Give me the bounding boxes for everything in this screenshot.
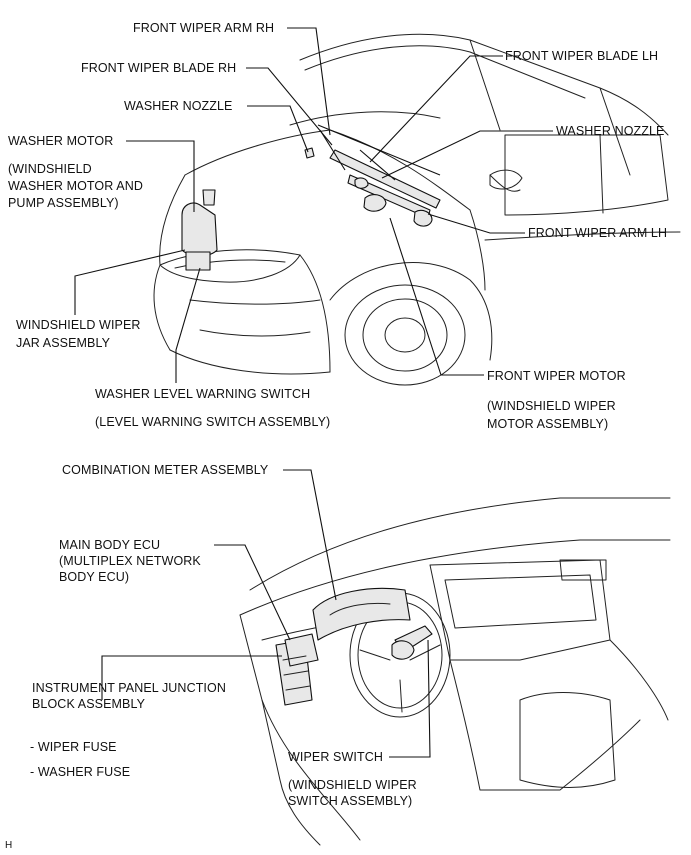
label-front-wiper-motor: FRONT WIPER MOTOR — [487, 369, 626, 383]
leader-lines — [74, 27, 553, 758]
label-wiper-switch-desc: (WINDSHIELD WIPER SWITCH ASSEMBLY) — [288, 778, 417, 808]
label-combination-meter: COMBINATION METER ASSEMBLY — [62, 463, 269, 477]
label-wiper-fuse: - WIPER FUSE — [30, 740, 117, 754]
label-washer-fuse: - WASHER FUSE — [30, 765, 131, 779]
label-instrument-panel-jb: INSTRUMENT PANEL JUNCTION BLOCK ASSEMBLY — [32, 681, 226, 711]
label-washer-nozzle-right: WASHER NOZZLE — [556, 124, 665, 138]
label-main-body-ecu: MAIN BODY ECU (MULTIPLEX NETWORK BODY EC… — [59, 538, 201, 584]
label-front-wiper-blade-lh: FRONT WIPER BLADE LH — [505, 49, 659, 63]
label-front-wiper-motor-desc: (WINDSHIELD WIPER MOTOR ASSEMBLY) — [487, 399, 616, 431]
label-washer-motor: WASHER MOTOR — [8, 134, 114, 148]
label-washer-level-switch-desc: (LEVEL WARNING SWITCH ASSEMBLY) — [95, 415, 331, 429]
label-front-wiper-arm-rh: FRONT WIPER ARM RH — [133, 21, 275, 35]
label-front-wiper-blade-rh: FRONT WIPER BLADE RH — [81, 61, 237, 75]
dashboard-illustration — [239, 497, 671, 846]
corner-mark: H — [5, 840, 13, 851]
label-washer-motor-desc: (WINDSHIELD WASHER MOTOR AND PUMP ASSEMB… — [8, 162, 143, 210]
label-windshield-wiper-jar: WINDSHIELD WIPER JAR ASSEMBLY — [16, 318, 141, 350]
car-front-illustration — [153, 33, 681, 386]
label-front-wiper-arm-lh: FRONT WIPER ARM LH — [528, 226, 668, 240]
label-washer-nozzle-left: WASHER NOZZLE — [124, 99, 233, 113]
label-wiper-switch: WIPER SWITCH — [288, 750, 383, 764]
label-washer-level-switch: WASHER LEVEL WARNING SWITCH — [95, 387, 311, 401]
